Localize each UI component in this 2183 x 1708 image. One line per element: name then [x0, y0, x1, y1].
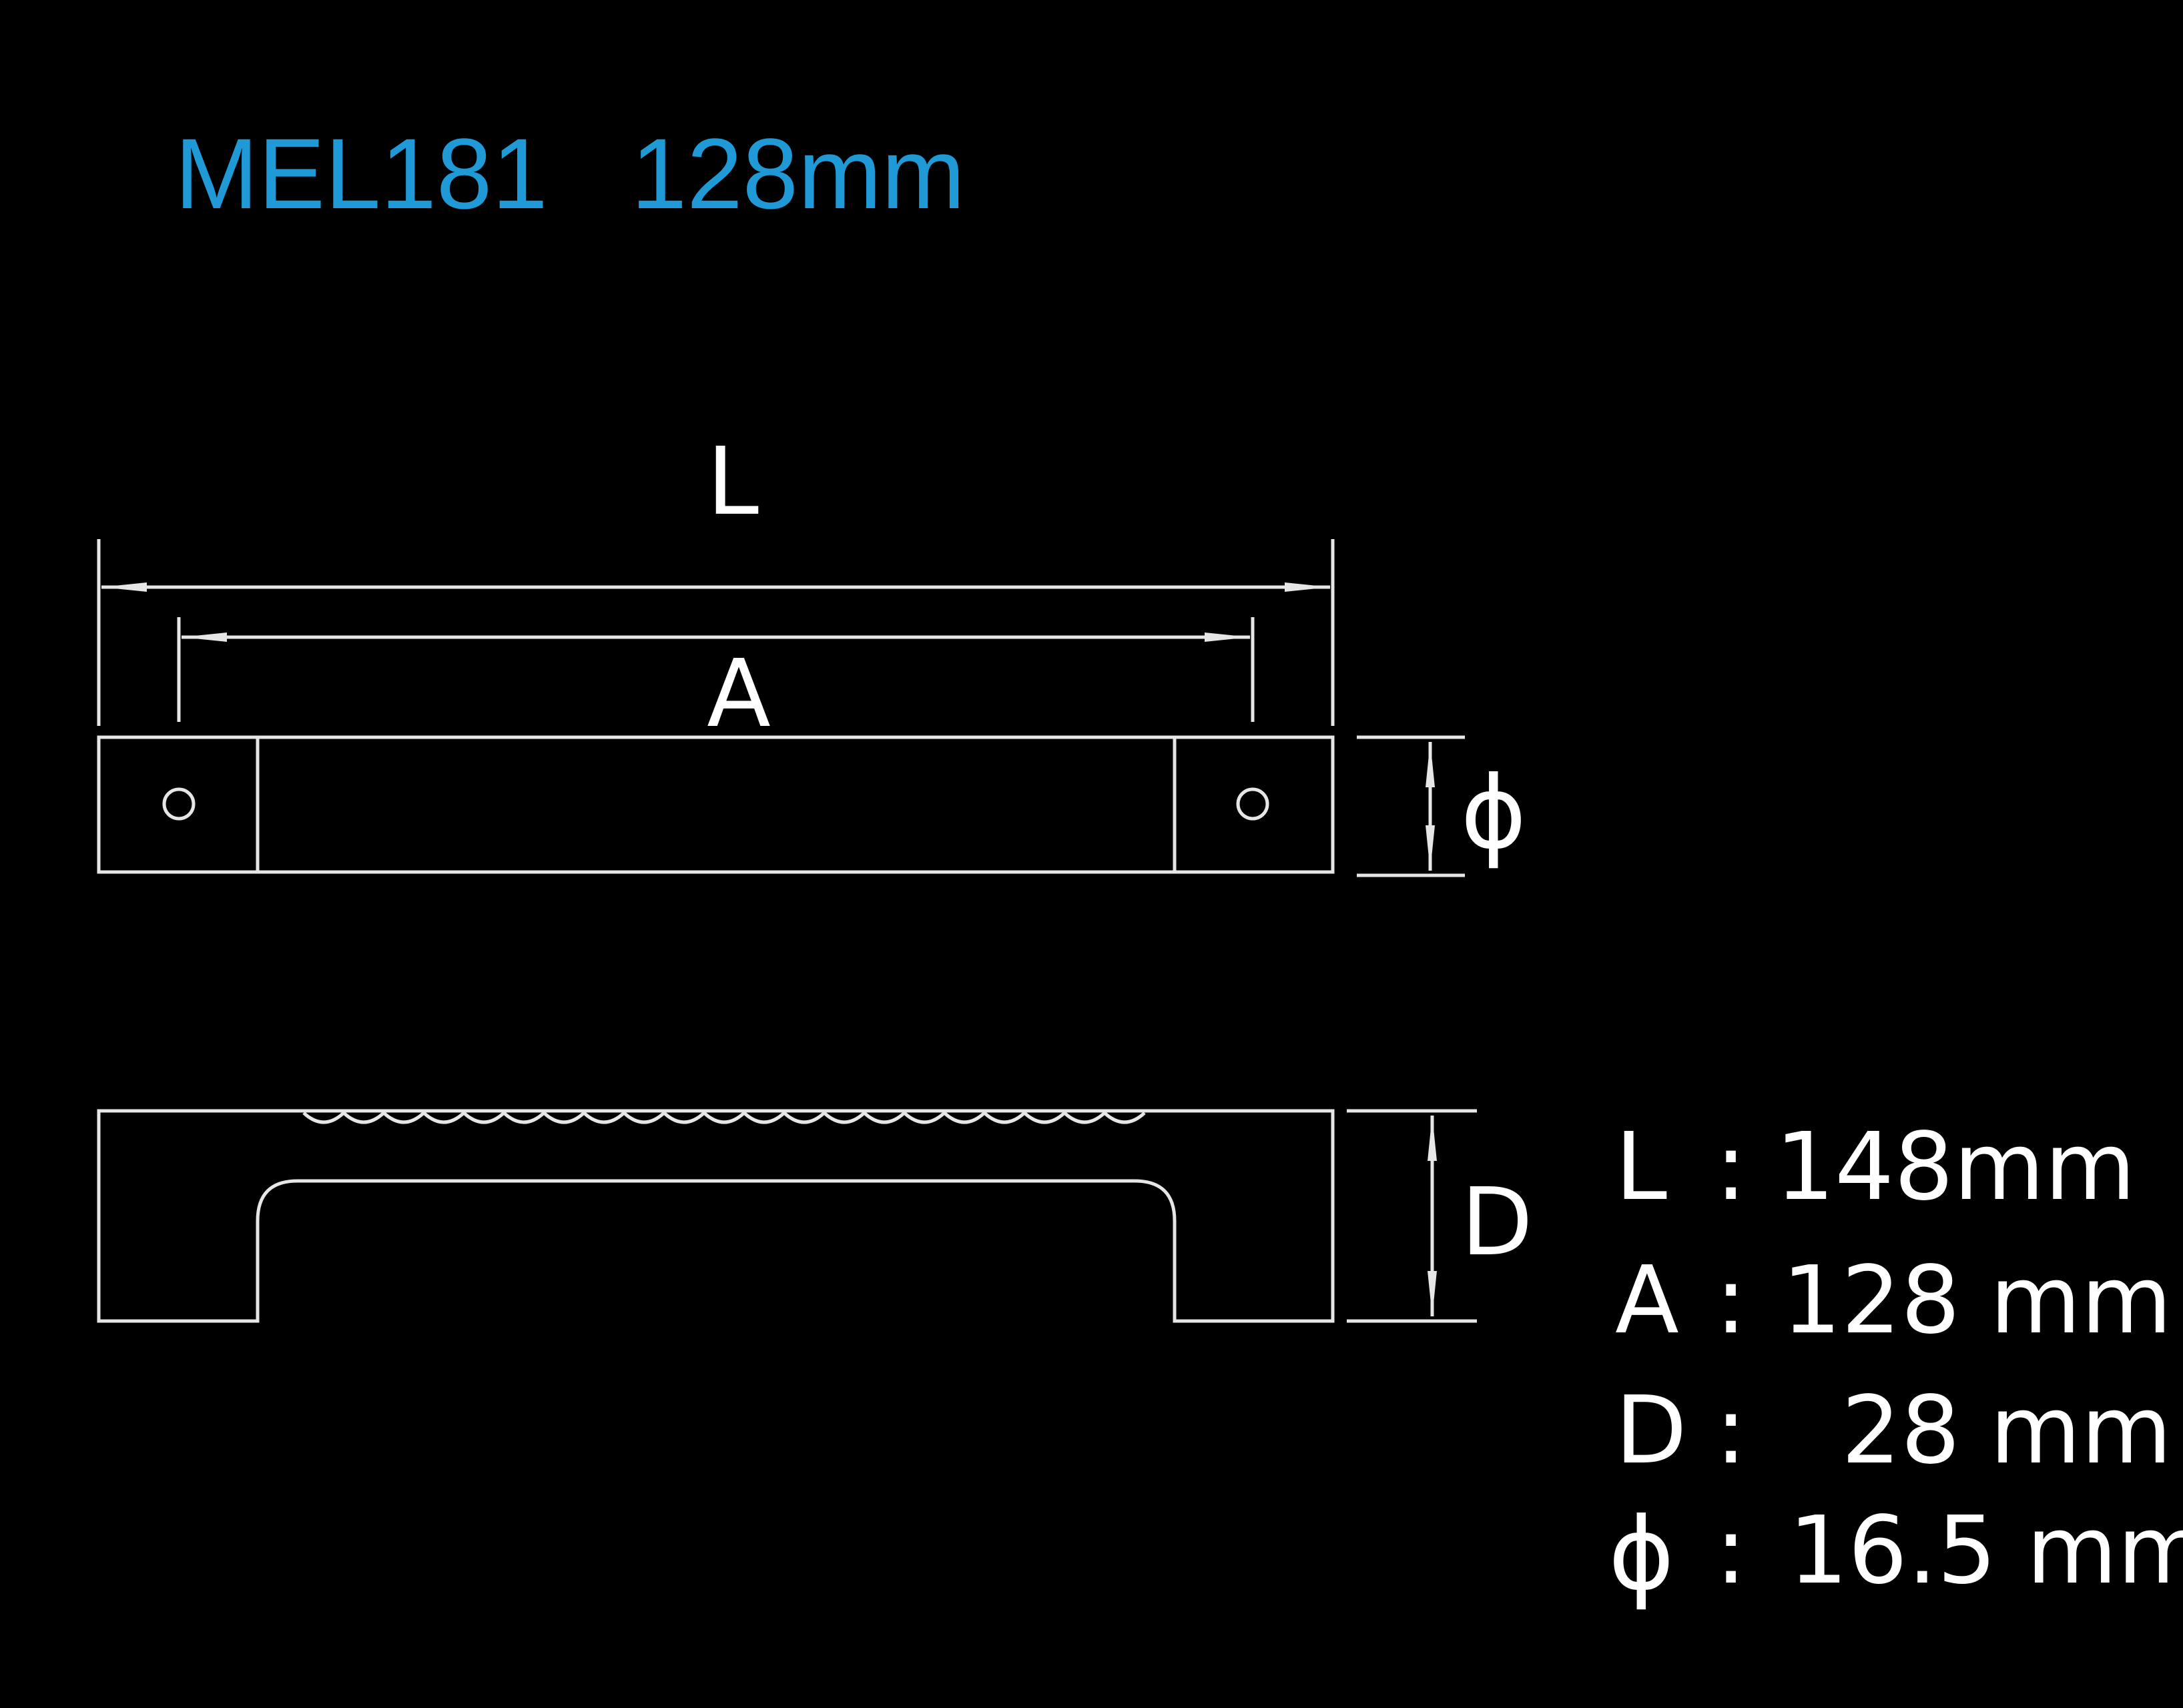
handle-scallop-texture — [302, 1110, 1146, 1124]
label-d: D — [1461, 1168, 1533, 1277]
spec-row-hole-distance: A : 128 mm — [1615, 1246, 2172, 1355]
handle-top-body — [97, 735, 1335, 874]
mount-hole-left — [162, 787, 196, 821]
spec-value: 16.5 mm — [1789, 1497, 2183, 1605]
spec-symbol: ϕ — [1608, 1497, 1674, 1613]
product-title: MEL181 128mm — [175, 117, 965, 230]
spec-row-length: L : 148mm — [1615, 1121, 2162, 1221]
spec-colon: : — [1715, 1246, 1747, 1355]
top-view — [97, 539, 1465, 877]
spec-symbol: L — [1615, 1113, 1667, 1222]
spec-value: 128 mm — [1782, 1246, 2172, 1355]
handle-side-outline — [97, 1109, 1335, 1323]
label-phi: ϕ — [1461, 755, 1527, 871]
spec-value: 28 mm — [1782, 1376, 2172, 1485]
side-view — [97, 1109, 1477, 1323]
spec-symbol: A — [1615, 1246, 1679, 1355]
spec-symbol: D — [1615, 1376, 1687, 1485]
label-a: A — [707, 640, 771, 749]
spec-value: 148mm — [1775, 1113, 2136, 1222]
spec-colon: : — [1715, 1113, 1747, 1222]
spec-colon: : — [1715, 1497, 1747, 1605]
spec-row-diameter: ϕ : 16.5 mm — [1608, 1497, 2183, 1618]
label-l: L — [707, 428, 759, 536]
spec-row-depth: D : 28 mm — [1615, 1376, 2172, 1485]
mount-hole-right — [1236, 787, 1269, 821]
spec-colon: : — [1715, 1376, 1747, 1485]
